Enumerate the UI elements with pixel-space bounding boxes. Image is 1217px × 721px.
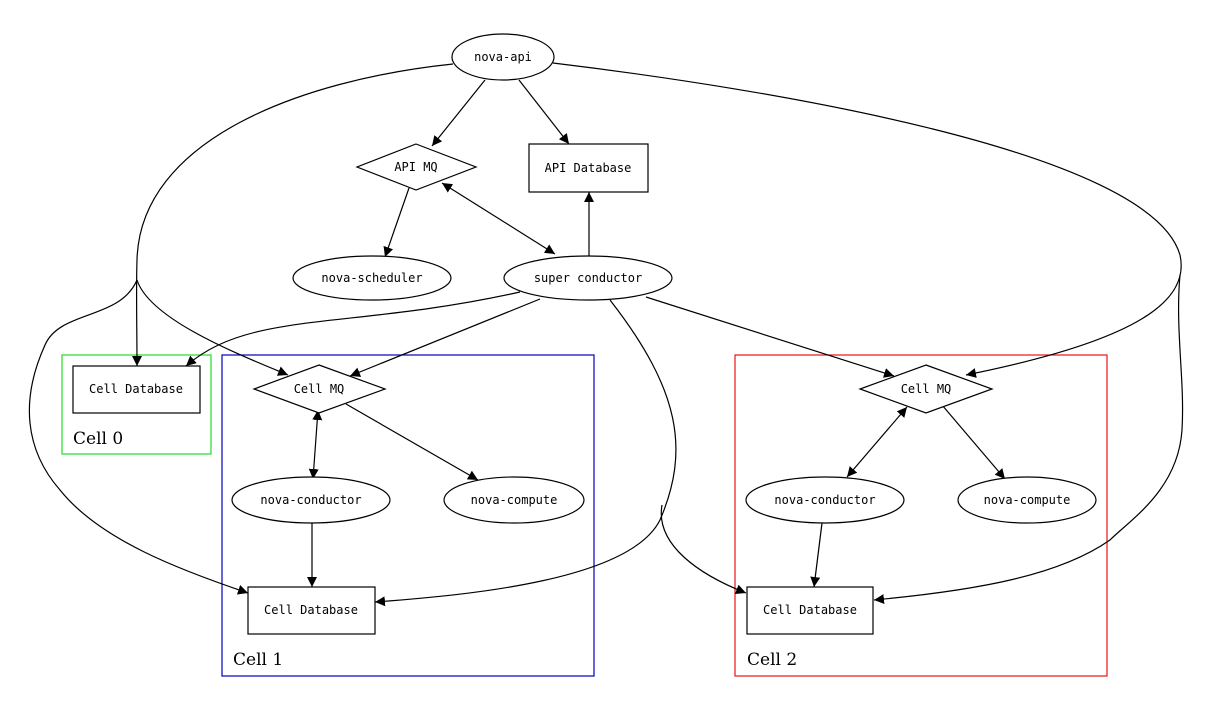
cluster-cell-2-border (734, 354, 1108, 677)
node-nova-scheduler-label: nova-scheduler (321, 271, 422, 285)
node-cell1-compute[interactable]: nova-compute (443, 476, 585, 524)
edge-cell2-mq-to-cell2-compute (941, 404, 1006, 480)
node-cell1-mq-label: Cell MQ (294, 382, 345, 396)
edge-nova-api-to-cell0-database (131, 63, 454, 367)
node-cell2-mq-label: Cell MQ (901, 382, 952, 396)
node-cell1-compute-shape (443, 476, 585, 524)
edge-nova-api-to-api-database (518, 79, 570, 145)
node-nova-scheduler[interactable]: nova-scheduler (292, 255, 452, 301)
cluster-cell-2: Cell 2 (734, 354, 1108, 677)
node-api-database-label: API Database (545, 161, 632, 175)
node-super-conductor-label: super conductor (534, 271, 642, 285)
edge-cell1-mq-to-cell1-conductor (308, 409, 323, 480)
node-cell1-database[interactable]: Cell Database (247, 586, 376, 635)
node-super-conductor[interactable]: super conductor (503, 255, 673, 301)
node-cell2-mq[interactable]: Cell MQ (858, 364, 994, 414)
node-cell2-conductor-label: nova-conductor (774, 493, 875, 507)
cluster-cell-1-border (221, 354, 595, 677)
node-cell1-database-label: Cell Database (264, 603, 358, 617)
node-cell1-mq[interactable]: Cell MQ (252, 364, 387, 414)
node-cell2-database-label: Cell Database (763, 603, 857, 617)
edge-nova-api-to-cell1-database (28, 279, 249, 595)
cluster-cell-1: Cell 1 (221, 354, 595, 677)
node-cell2-mq-shape (858, 364, 994, 414)
edge-nova-api-to-cell1-mq (136, 279, 289, 376)
node-cell2-compute-label: nova-compute (984, 493, 1071, 507)
node-cell1-compute-label: nova-compute (471, 493, 558, 507)
edge-super-conductor-to-cell2-mq (645, 296, 895, 378)
node-api-mq[interactable]: API MQ (355, 143, 478, 191)
node-nova-api-shape (451, 33, 555, 81)
node-cell2-database[interactable]: Cell Database (746, 586, 874, 635)
node-cell1-database-shape (247, 586, 376, 635)
cluster-cell-1-label: Cell 1 (233, 650, 283, 670)
node-cell2-database-shape (746, 586, 874, 635)
node-nova-scheduler-shape (292, 255, 452, 301)
node-cell0-database[interactable]: Cell Database (72, 365, 201, 414)
edges (28, 62, 1184, 607)
cluster-cell-2-label: Cell 2 (747, 650, 797, 670)
edge-api-mq-to-nova-scheduler (383, 187, 410, 258)
edge-super-conductor-to-cell0-database (185, 291, 521, 367)
edge-nova-api-to-cell2-database (873, 274, 1184, 605)
edge-cell2-mq-to-cell2-conductor (846, 406, 908, 478)
node-cell0-database-shape (72, 365, 201, 414)
node-api-database[interactable]: API Database (528, 143, 649, 193)
node-nova-api-label: nova-api (474, 50, 532, 64)
node-cell0-database-label: Cell Database (89, 382, 183, 396)
edge-api-mq-to-super-conductor (441, 182, 556, 255)
node-cell1-conductor-shape (231, 476, 391, 524)
node-api-mq-shape (355, 143, 478, 191)
edge-cell2-conductor-to-cell2-database (810, 522, 823, 588)
edge-nova-api-to-cell2-mq (552, 62, 1182, 378)
node-cell2-compute-shape (957, 476, 1097, 524)
node-nova-api[interactable]: nova-api (451, 33, 555, 81)
edge-super-conductor-to-cell2-database (660, 504, 747, 595)
edge-super-conductor-to-cell1-mq (349, 298, 541, 377)
edge-super-conductor-to-cell1-database (374, 299, 677, 607)
cluster-cell-0-label: Cell 0 (73, 429, 123, 449)
node-api-database-shape (528, 143, 649, 193)
node-cell1-mq-shape (252, 364, 387, 414)
node-super-conductor-shape (503, 255, 673, 301)
node-cell2-conductor[interactable]: nova-conductor (745, 476, 905, 524)
node-api-mq-label: API MQ (394, 160, 437, 174)
node-cell2-conductor-shape (745, 476, 905, 524)
edge-cell1-mq-to-cell1-compute (345, 403, 479, 481)
node-cell1-conductor-label: nova-conductor (260, 493, 361, 507)
node-cell2-compute[interactable]: nova-compute (957, 476, 1097, 524)
edge-nova-api-to-api-mq (431, 79, 486, 147)
node-cell1-conductor[interactable]: nova-conductor (231, 476, 391, 524)
